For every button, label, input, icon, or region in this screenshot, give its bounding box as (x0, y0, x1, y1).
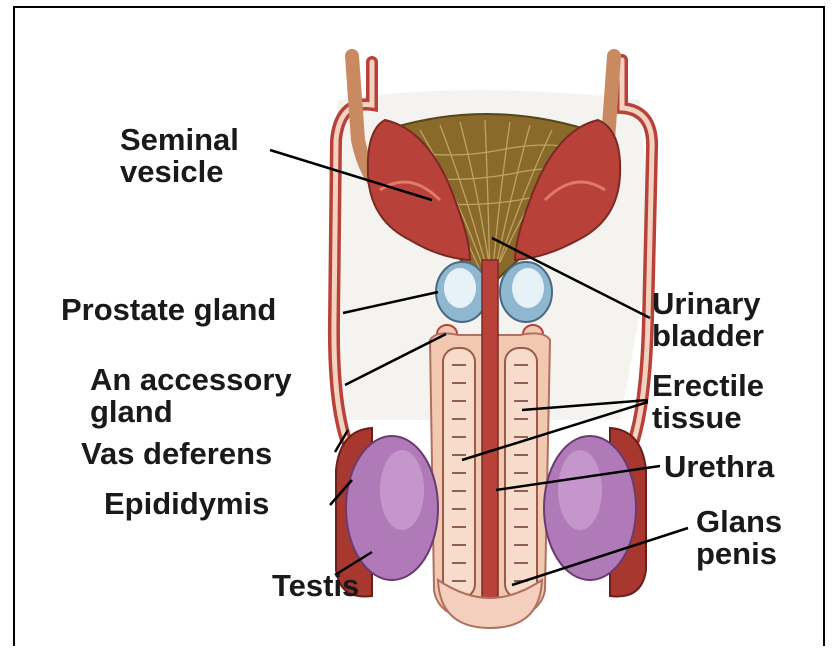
label-seminal-vesicle: Seminal vesicle (120, 124, 239, 188)
urethra (482, 260, 498, 618)
label-epididymis: Epididymis (104, 488, 269, 520)
label-prostate-gland: Prostate gland (61, 294, 276, 326)
label-testis: Testis (272, 570, 359, 602)
label-urinary-bladder-line1: Urinary (652, 288, 764, 320)
label-seminal-vesicle-line1: Seminal (120, 124, 239, 156)
prostate-highlight-left (444, 268, 476, 308)
label-urinary-bladder-line2: bladder (652, 320, 764, 352)
label-erectile-tissue: Erectile tissue (652, 370, 764, 434)
label-accessory-gland-line2: gland (90, 396, 292, 428)
label-glans-penis-line2: penis (696, 538, 782, 570)
label-glans-penis-line1: Glans (696, 506, 782, 538)
label-vas-deferens: Vas deferens (81, 438, 272, 470)
label-seminal-vesicle-line2: vesicle (120, 156, 239, 188)
testis-left-highlight (380, 450, 424, 530)
label-accessory-gland-line1: An accessory (90, 364, 292, 396)
label-urethra: Urethra (664, 451, 774, 483)
label-erectile-tissue-line1: Erectile (652, 370, 764, 402)
label-accessory-gland: An accessory gland (90, 364, 292, 428)
prostate-highlight-right (512, 268, 544, 308)
label-urinary-bladder: Urinary bladder (652, 288, 764, 352)
testis-right-highlight (558, 450, 602, 530)
label-glans-penis: Glans penis (696, 506, 782, 570)
label-erectile-tissue-line2: tissue (652, 402, 764, 434)
